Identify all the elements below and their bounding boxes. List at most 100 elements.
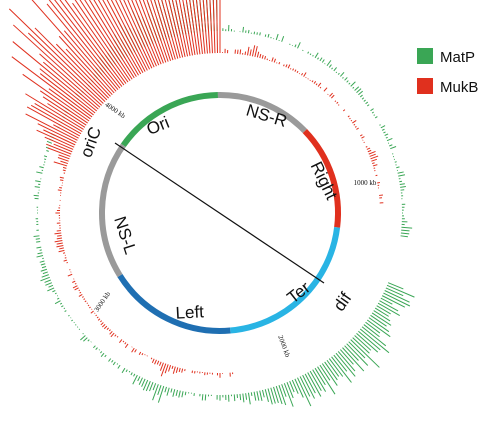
signal-bar (394, 161, 397, 163)
signal-bar (87, 304, 90, 307)
signal-bar (354, 125, 357, 128)
signal-bar (41, 274, 49, 278)
signal-bar (79, 291, 82, 294)
signal-bar (89, 306, 91, 309)
signal-bar (157, 0, 176, 60)
signal-bar (97, 318, 101, 321)
signal-bar (259, 32, 261, 36)
signal-bar (54, 0, 123, 87)
signal-bar (152, 384, 159, 401)
signal-bar (373, 114, 376, 116)
ns-left-label: NS-L (110, 214, 140, 257)
signal-bar (79, 0, 133, 80)
signal-bar (149, 382, 154, 392)
signal-bar (264, 389, 269, 403)
signal-bar (365, 321, 381, 334)
dif-label: dif (330, 289, 356, 315)
signal-bar (168, 365, 172, 372)
signal-bar (44, 136, 74, 150)
signal-bar (368, 317, 390, 333)
signal-bar (286, 382, 294, 399)
signal-bar (63, 30, 117, 92)
signal-bar (109, 331, 113, 335)
signal-bar (159, 361, 162, 366)
signal-bar (111, 359, 114, 363)
signal-bar (115, 0, 151, 70)
signal-bar (314, 52, 319, 59)
signal-bar (371, 312, 392, 326)
signal-bar (125, 369, 128, 373)
signal-bar (278, 385, 287, 406)
signal-bar (354, 86, 360, 91)
signal-bar (326, 60, 332, 67)
mukb-legend-label: MukB (440, 79, 478, 96)
signal-bar (25, 113, 78, 141)
signal-bar (104, 354, 107, 358)
signal-bar (344, 345, 359, 361)
signal-bar (97, 0, 142, 75)
signal-bar (386, 284, 415, 298)
signal-bar (281, 36, 285, 42)
signal-bar (297, 42, 301, 49)
signal-bar (389, 144, 393, 147)
kb-1000-label: 1000 kb (354, 179, 377, 187)
signal-bar (400, 235, 408, 238)
signal-bar (270, 387, 276, 404)
signal-bar (119, 339, 123, 343)
signal-bar (46, 140, 53, 144)
signal-bar (372, 164, 378, 167)
signal-bar (356, 88, 362, 94)
signal-bar (319, 364, 331, 381)
ns-right-label: NS-R (244, 101, 289, 131)
signal-bar (64, 0, 127, 84)
signal-bar (12, 24, 102, 106)
signal-bar (160, 363, 167, 377)
signal-bar (164, 0, 181, 59)
signal-bar (33, 235, 40, 238)
signal-bar (254, 46, 258, 57)
signal-bar (267, 33, 270, 38)
signal-bar (251, 45, 256, 57)
matp-signal-track (33, 0, 415, 407)
signal-bar (58, 249, 65, 253)
signal-bar (390, 146, 397, 150)
signal-bar (377, 182, 380, 184)
signal-bar (245, 393, 248, 400)
oric-label: oriC (77, 124, 106, 160)
signal-bar (383, 292, 411, 307)
signal-bar (156, 360, 160, 365)
signal-bar (52, 290, 56, 293)
signal-bar (62, 169, 66, 172)
signal-bar (361, 97, 365, 100)
signal-bar (216, 0, 218, 54)
signal-bar (60, 160, 68, 165)
signal-bar (36, 255, 44, 258)
signal-bar (35, 238, 40, 240)
signal-bar (239, 49, 242, 55)
signal-bar (35, 180, 41, 183)
signal-bar (47, 103, 86, 128)
signal-bar (59, 179, 64, 182)
signal-bar (337, 351, 356, 372)
signal-bar (352, 337, 370, 354)
signal-bar (401, 226, 413, 229)
signal-bar (137, 376, 141, 382)
signal-bar (39, 68, 96, 114)
signal-bar (381, 128, 385, 131)
signal-bar (124, 343, 129, 349)
signal-bar (247, 29, 250, 34)
signal-bar (396, 166, 400, 169)
signal-bar (321, 59, 325, 63)
signal-bar (72, 2, 129, 83)
signal-bar (359, 134, 363, 137)
signal-bar (338, 104, 340, 106)
signal-bar (370, 108, 374, 112)
signal-bar (319, 86, 322, 89)
signal-bar (350, 119, 353, 122)
signal-bar (138, 377, 143, 385)
signal-bar (11, 56, 93, 118)
signal-bar (74, 282, 77, 285)
signal-bar (90, 310, 94, 314)
signal-bar (40, 268, 48, 272)
signal-bar (138, 351, 142, 355)
